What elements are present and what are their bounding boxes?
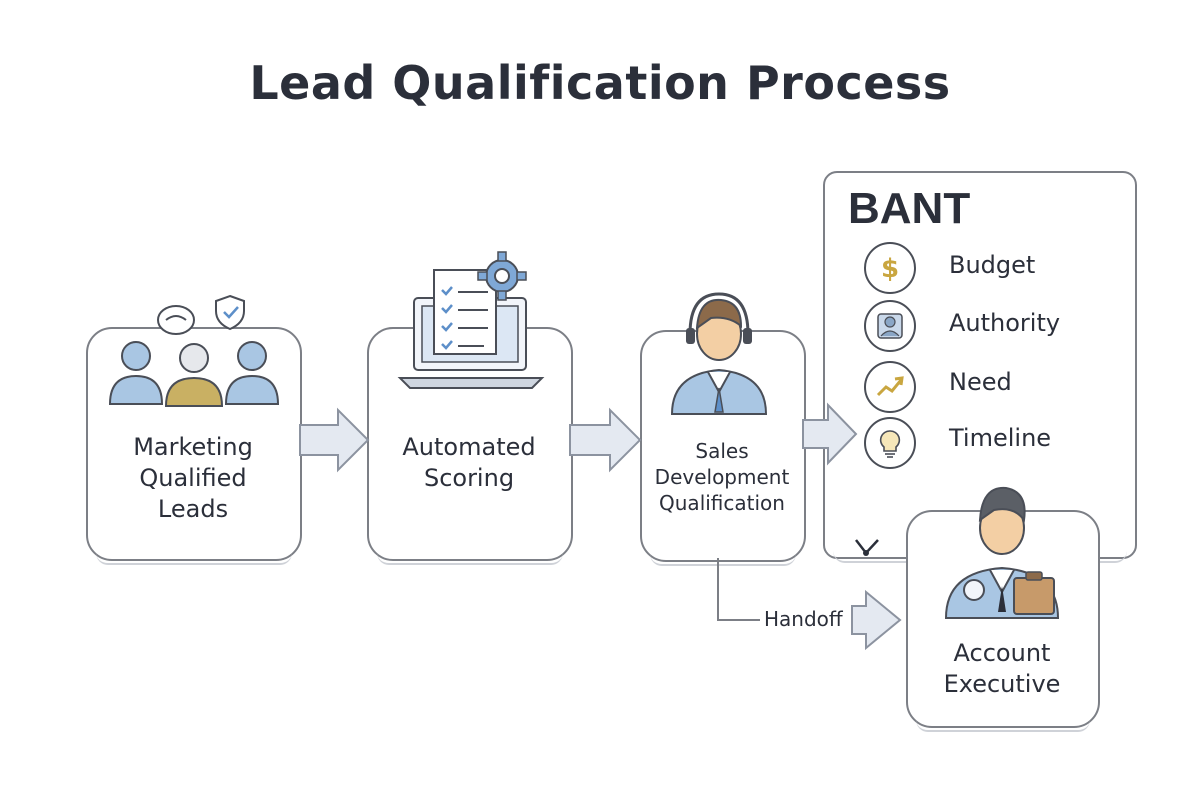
stage-label-sdr: Sales Development Qualification (642, 438, 802, 516)
handoff-label: Handoff (762, 607, 845, 631)
account-executive-icon (944, 486, 1060, 619)
arrow-scoring-to-sdr (569, 407, 642, 473)
stage-label-line: Sales (695, 439, 749, 463)
bant-item-need: Need (949, 368, 1012, 396)
stage-label-line: Executive (943, 670, 1061, 699)
stage-label-mql: Marketing Qualified Leads (90, 432, 296, 526)
bant-item-budget: Budget (949, 251, 1036, 279)
dollar-icon: $ (864, 242, 916, 294)
stage-label-line: Marketing (133, 433, 253, 461)
stage-label-scoring: Automated Scoring (370, 432, 568, 494)
person-icon (864, 300, 916, 352)
stage-label-ae: Account Executive (908, 638, 1096, 700)
stage-label-line: Qualified (139, 464, 247, 493)
svg-text:$: $ (881, 254, 899, 284)
stage-label-line: Automated (402, 433, 536, 461)
bant-item-authority: Authority (949, 309, 1061, 337)
bant-title: BANT (848, 184, 971, 233)
stage-label-line: Leads (157, 495, 229, 524)
handoff-connector (717, 558, 760, 621)
bant-item-timeline: Timeline (949, 424, 1052, 452)
stage-label-line: Scoring (423, 464, 515, 493)
lightbulb-icon (864, 417, 916, 469)
laptop-checklist-icon (397, 251, 545, 389)
arrow-handoff-to-ae (851, 589, 902, 651)
arrow-mql-to-scoring (299, 407, 370, 473)
diagram-title: Lead Qualification Process (249, 56, 951, 110)
people-group-icon (108, 294, 280, 407)
stage-label-line: Account (953, 639, 1051, 667)
stage-label-line: Development (654, 465, 790, 489)
sales-rep-headset-icon (670, 292, 768, 415)
stage-label-line: Qualification (659, 491, 785, 515)
growth-arrow-icon (864, 361, 916, 413)
